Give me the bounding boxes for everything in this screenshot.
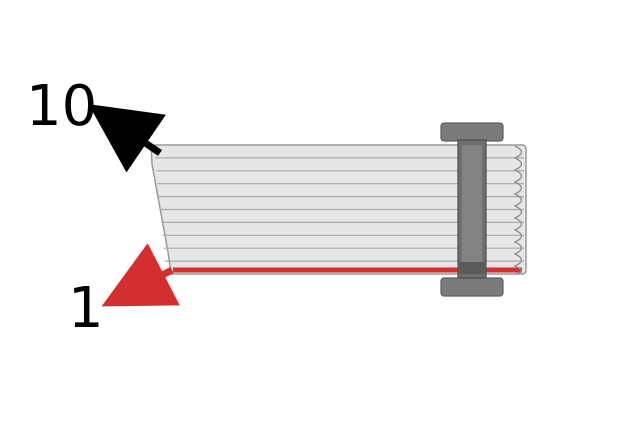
pin-1-label: 1 [68, 276, 104, 341]
connector-clamp-highlight [462, 145, 482, 273]
connector-bottom-cap [440, 277, 504, 297]
cable-end-ribs [513, 145, 523, 275]
pin-10-arrow [88, 104, 166, 173]
pin-1-arrow [101, 243, 180, 307]
connector-slot [458, 262, 486, 274]
connector-top-cap [440, 122, 504, 142]
pin-10-label: 10 [26, 74, 98, 139]
